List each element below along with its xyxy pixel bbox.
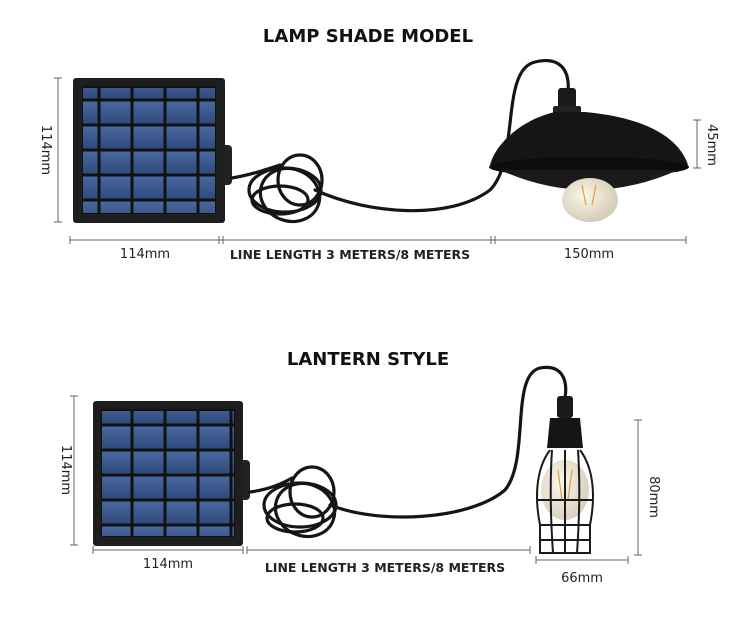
lamp-shade (489, 88, 689, 222)
section-title: LAMP SHADE MODEL (263, 26, 473, 47)
svg-text:114mm: 114mm (58, 445, 73, 495)
svg-text:114mm: 114mm (143, 557, 193, 572)
lantern-lamp (536, 396, 594, 554)
solar-panel (93, 401, 250, 546)
cable-coil (248, 365, 568, 539)
section-lamp-shade: LAMP SHADE MODEL (38, 26, 719, 262)
svg-text:114mm: 114mm (38, 125, 53, 175)
solar-panel (73, 78, 232, 223)
svg-text:45mm: 45mm (704, 124, 719, 166)
dimension-lamp-height: 45mm (693, 119, 719, 169)
svg-text:114mm: 114mm (120, 247, 170, 262)
section-lantern: LANTERN STYLE (58, 349, 661, 586)
dimension-horizontal: 114mm LINE LENGTH 3 METERS/8 METERS 150m… (69, 236, 687, 262)
svg-text:LINE LENGTH 3 METERS/8 METERS: LINE LENGTH 3 METERS/8 METERS (230, 247, 470, 262)
dimension-horizontal: 114mm LINE LENGTH 3 METERS/8 METERS 66mm (92, 546, 629, 586)
svg-text:80mm: 80mm (646, 476, 661, 518)
svg-text:150mm: 150mm (564, 247, 614, 262)
dimension-panel-height: 114mm (38, 77, 62, 223)
svg-text:LINE LENGTH 3 METERS/8 METERS: LINE LENGTH 3 METERS/8 METERS (265, 560, 505, 575)
dimension-panel-height: 114mm (58, 395, 78, 546)
dimension-lamp-height: 80mm (634, 419, 661, 556)
svg-text:66mm: 66mm (561, 571, 603, 586)
section-title: LANTERN STYLE (287, 349, 449, 370)
